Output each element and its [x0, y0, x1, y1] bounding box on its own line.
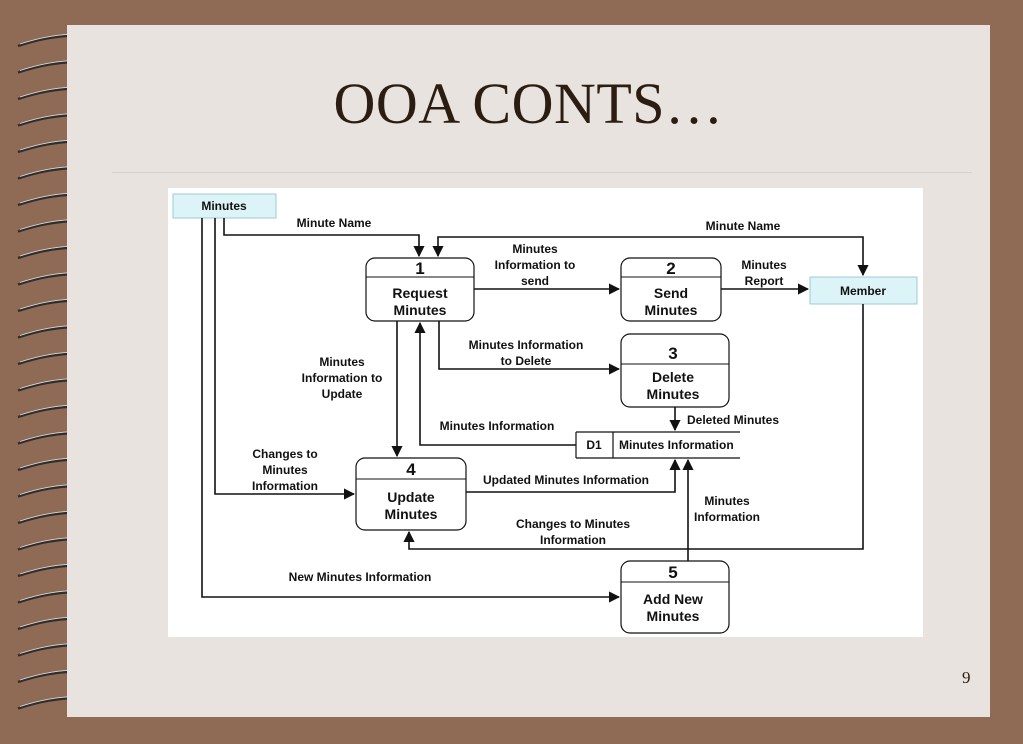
flow-label-info-to-send-line-2: Information to — [495, 258, 576, 272]
flow-label-info-to-send-line-3: send — [521, 274, 549, 288]
flow-info-to-delete-arrow — [438, 321, 621, 375]
process-4: 4 Update Minutes — [355, 457, 467, 531]
data-store-label: Minutes Information — [619, 438, 734, 452]
flow-label-minutes-info-right-line-2: Information — [694, 510, 760, 524]
flow-label-info-to-update-line-1: Minutes — [319, 355, 365, 369]
flow-updated-info-arrow — [466, 458, 681, 493]
flow-label-changes-left-line-2: Minutes — [262, 463, 308, 477]
process-2-number: 2 — [666, 259, 675, 278]
process-1-name-line-2: Minutes — [394, 302, 447, 318]
entity-minutes: Minutes — [172, 193, 277, 219]
process-2: 2 Send Minutes — [620, 257, 722, 322]
data-store-id: D1 — [586, 438, 602, 452]
flow-label-changes-bottom-line-2: Information — [540, 533, 606, 547]
slide-title: OOA CONTS… — [333, 71, 724, 136]
process-1-name-line-1: Request — [392, 285, 448, 301]
flow-minute-name-right-arrow — [432, 236, 869, 277]
entity-minutes-label: Minutes — [201, 199, 247, 213]
flow-label-minutes-info-right-line-1: Minutes — [704, 494, 750, 508]
flow-label-info-to-delete-line-1: Minutes Information — [469, 338, 584, 352]
process-1-number: 1 — [415, 259, 424, 278]
flow-label-info-to-update-line-3: Update — [322, 387, 363, 401]
flow-minute-name-left-arrow — [223, 218, 425, 258]
flow-changes-bottom-arrow — [403, 304, 864, 550]
data-flow-diagram: Minutes Member 1 Request Minutes 2 Send … — [168, 188, 923, 637]
flow-label-minutes-information: Minutes Information — [440, 419, 555, 433]
process-2-name-line-2: Minutes — [645, 302, 698, 318]
page-number: 9 — [962, 668, 971, 687]
process-3-name-line-1: Delete — [652, 369, 694, 385]
flow-label-info-to-update-line-2: Information to — [302, 371, 383, 385]
flow-lines — [201, 218, 869, 603]
flow-label-minute-name-right: Minute Name — [706, 219, 781, 233]
flow-label-minutes-report-line-2: Report — [745, 274, 784, 288]
process-5-name-line-1: Add New — [643, 591, 703, 607]
flow-label-changes-left-line-3: Information — [252, 479, 318, 493]
process-5-number: 5 — [668, 563, 677, 582]
process-5-name-line-2: Minutes — [647, 608, 700, 624]
process-4-name-line-2: Minutes — [385, 506, 438, 522]
flow-label-updated-info: Updated Minutes Information — [483, 473, 649, 487]
process-1: 1 Request Minutes — [365, 257, 475, 322]
entity-member-label: Member — [840, 284, 886, 298]
flow-changes-left-arrow — [214, 218, 356, 500]
title-divider — [112, 172, 972, 173]
process-4-number: 4 — [406, 460, 416, 479]
flow-label-new-info: New Minutes Information — [289, 570, 432, 584]
flow-label-changes-left-line-1: Changes to — [252, 447, 317, 461]
flow-minutes-information-arrow — [414, 321, 576, 446]
process-4-name-line-1: Update — [387, 489, 435, 505]
flow-label-minute-name-left: Minute Name — [297, 216, 372, 230]
data-store-d1: D1 Minutes Information — [575, 431, 740, 459]
flow-label-deleted-minutes: Deleted Minutes — [687, 413, 779, 427]
process-3: 3 Delete Minutes — [620, 333, 730, 408]
process-3-name-line-2: Minutes — [647, 386, 700, 402]
flow-label-minutes-report-line-1: Minutes — [741, 258, 787, 272]
flow-label-info-to-delete-line-2: to Delete — [501, 354, 552, 368]
flow-label-info-to-send-line-1: Minutes — [512, 242, 558, 256]
process-2-name-line-1: Send — [654, 285, 688, 301]
process-3-number: 3 — [668, 344, 677, 363]
flow-labels: Minute Name Minute Name Minutes Informat… — [252, 216, 787, 584]
flow-new-info-arrow — [201, 218, 621, 603]
flow-label-changes-bottom-line-1: Changes to Minutes — [516, 517, 630, 531]
entity-member: Member — [809, 276, 918, 305]
process-5: 5 Add New Minutes — [620, 560, 730, 634]
